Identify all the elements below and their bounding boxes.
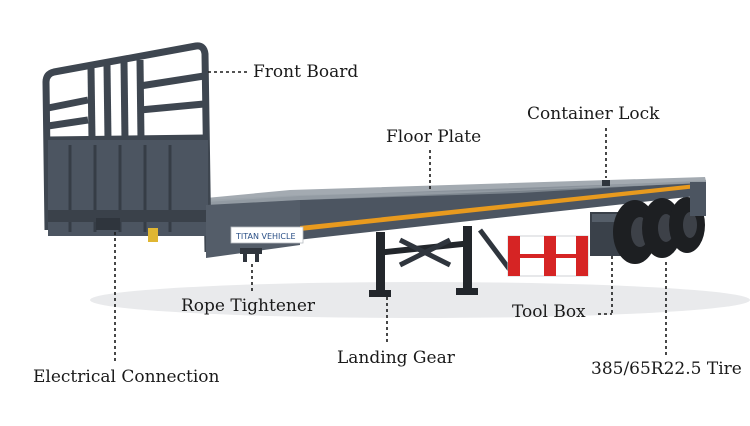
front-board-shape (42, 42, 212, 253)
label-electrical-connection: Electrical Connection (33, 367, 220, 387)
label-front-board: Front Board (253, 62, 359, 82)
suspension-frame (398, 228, 512, 272)
label-container-lock: Container Lock (527, 104, 660, 124)
label-rope-tightener: Rope Tightener (181, 296, 316, 316)
brand-plate-text: TITAN VEHICLE (235, 232, 296, 241)
warning-sticker (148, 228, 158, 242)
side-stripe (300, 183, 706, 231)
rope-tightener-shape (240, 248, 262, 254)
label-tool-box: Tool Box (512, 302, 586, 322)
landing-gear-shape (369, 226, 478, 297)
rope-hook-left (243, 254, 247, 262)
label-landing-gear: Landing Gear (337, 348, 455, 368)
leader-lines (114, 71, 667, 362)
front-crossbar (48, 210, 208, 222)
container-lock-shape (602, 180, 610, 186)
deck-surface (206, 180, 706, 210)
label-tire: 385/65R22.5 Tire (591, 359, 742, 379)
rear-frame (690, 182, 706, 216)
electrical-connector (96, 218, 120, 230)
floor-plate-top (206, 177, 706, 202)
label-floor-plate: Floor Plate (386, 127, 482, 147)
brand-plate (230, 226, 304, 244)
ground-shadow (90, 282, 750, 318)
side-guard (507, 235, 589, 277)
tool-box-lid (592, 214, 626, 222)
rope-hook-right (255, 254, 259, 262)
